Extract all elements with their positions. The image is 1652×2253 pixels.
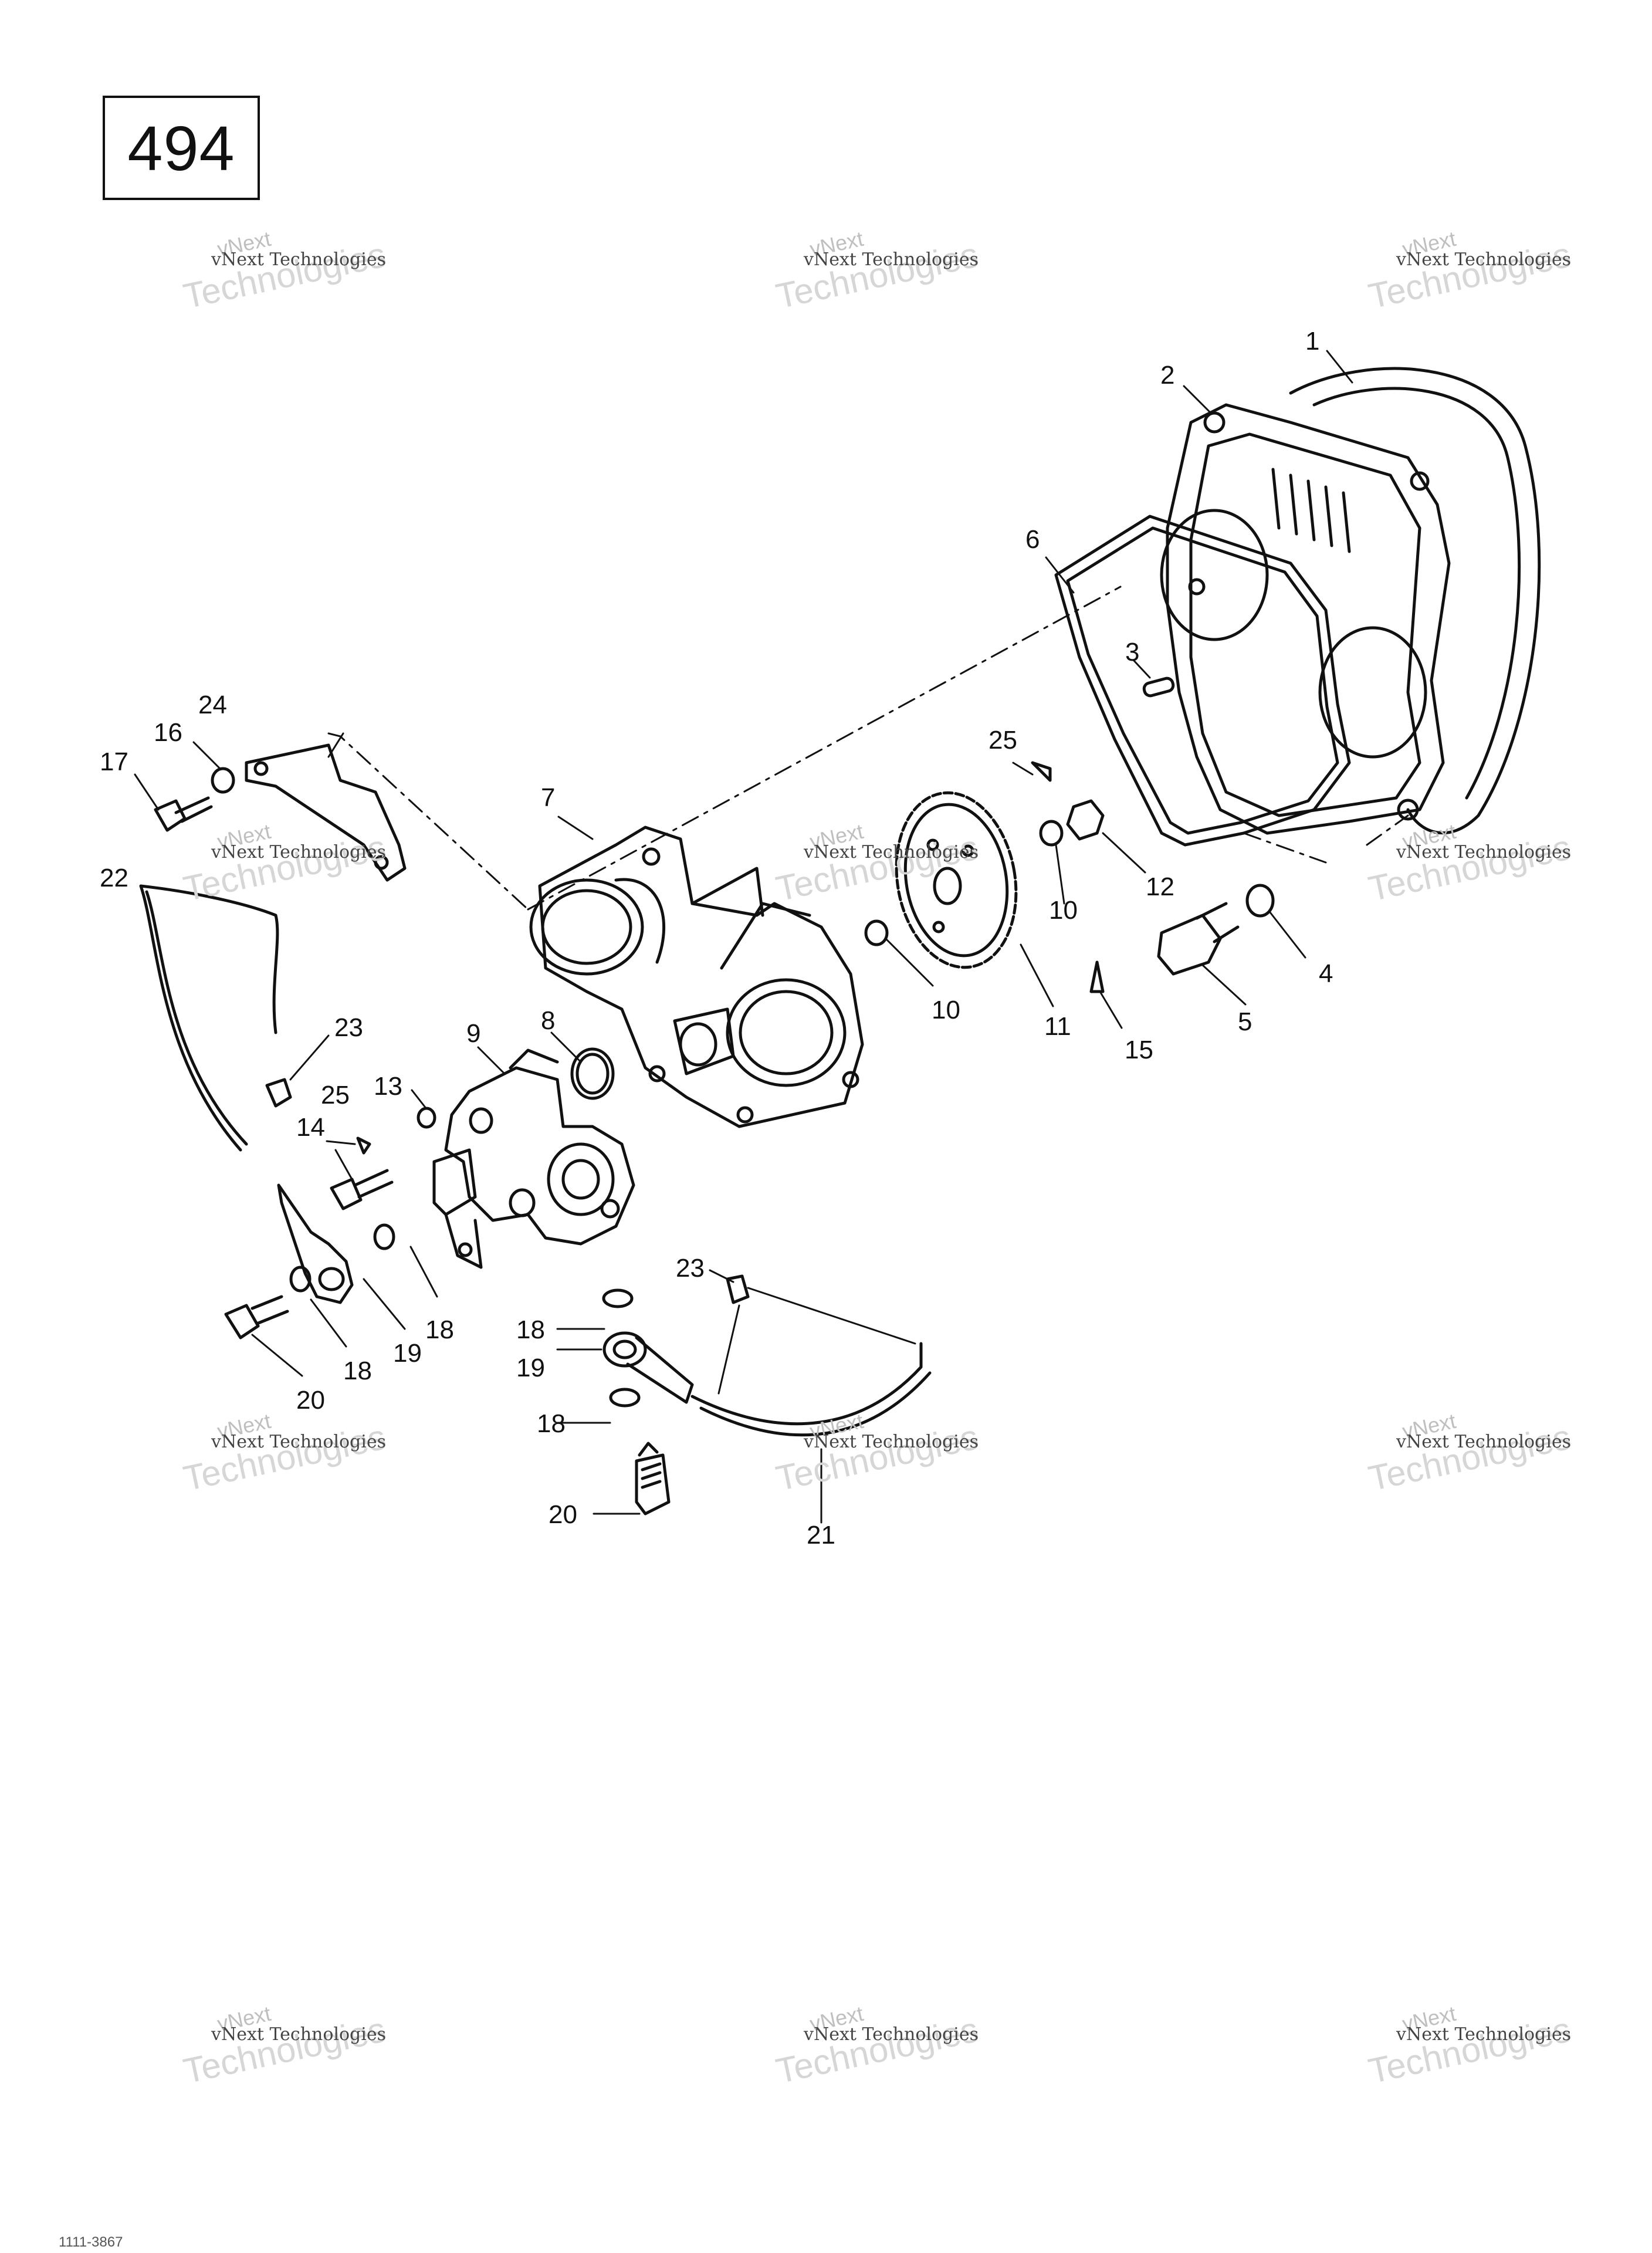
callout-25-b: 25 (321, 1081, 350, 1109)
nut-part (1066, 799, 1105, 841)
callout-1: 1 (1305, 327, 1320, 356)
oil-pump-part (432, 1048, 635, 1269)
leader-line (717, 1304, 740, 1395)
rotary-valve-cover-part (1160, 367, 1541, 835)
alignment-line (327, 732, 529, 911)
callout-22: 22 (100, 864, 128, 892)
washer-part (289, 1266, 312, 1293)
alignment-line (527, 586, 1122, 911)
page-number-box: 494 (103, 96, 260, 200)
key-part (1031, 761, 1052, 782)
page-number: 494 (127, 112, 235, 184)
callout-20-b: 20 (549, 1500, 577, 1529)
nut-part (211, 767, 235, 794)
callout-25-a: 25 (989, 726, 1017, 755)
callout-17: 17 (100, 747, 128, 776)
oil-hose-part (690, 1342, 932, 1437)
o-ring-part (570, 1047, 615, 1100)
key-part (356, 1136, 371, 1155)
bracket-hole (253, 761, 269, 776)
banjo-fitting-part (602, 1331, 694, 1404)
rotary-cover-gasket-part (1054, 515, 1351, 847)
oil-pump-gear-part (895, 791, 1018, 969)
callout-3: 3 (1125, 638, 1140, 667)
callout-8: 8 (541, 1006, 556, 1035)
clamp-part (726, 1274, 750, 1304)
washer-part (417, 1107, 436, 1129)
bolt-part (330, 1169, 394, 1210)
callout-18-b: 18 (343, 1356, 372, 1385)
callout-4: 4 (1319, 959, 1333, 988)
callout-18-a: 18 (425, 1315, 454, 1344)
clamp-part (265, 1078, 292, 1108)
o-ring-part (576, 1053, 610, 1095)
washer-part (609, 1388, 641, 1408)
callout-7: 7 (541, 783, 556, 812)
callout-14: 14 (296, 1113, 325, 1142)
callout-6: 6 (1025, 525, 1040, 554)
lock-washer-part (1245, 884, 1275, 918)
figure-code: 1111-3867 (59, 2234, 123, 2250)
callout-9: 9 (466, 1019, 481, 1048)
banjo-fitting-part (277, 1183, 354, 1304)
callout-18-d: 18 (537, 1409, 566, 1438)
callout-21: 21 (807, 1521, 835, 1550)
washer-part (1039, 820, 1064, 847)
callout-23-a: 23 (334, 1013, 363, 1042)
callout-24: 24 (198, 691, 227, 719)
bracket-part (245, 743, 407, 882)
washer-part (602, 1288, 634, 1308)
alignment-line (1366, 814, 1409, 846)
socket-screw-part (1157, 902, 1240, 976)
banjo-bolt-part (635, 1442, 671, 1515)
oil-pump-housing-part (529, 826, 864, 1128)
washer-part (373, 1223, 395, 1250)
callout-15: 15 (1125, 1036, 1153, 1064)
callout-18-c: 18 (516, 1315, 545, 1344)
callout-2: 2 (1160, 361, 1175, 390)
oil-hose-part (139, 884, 279, 1152)
callout-19-b: 19 (516, 1354, 545, 1382)
callout-20-a: 20 (296, 1386, 325, 1415)
callout-12: 12 (1146, 872, 1174, 901)
callout-16: 16 (154, 718, 182, 747)
callout-13: 13 (374, 1072, 402, 1101)
key-part (1089, 960, 1105, 993)
callout-10-lower: 10 (932, 996, 960, 1024)
alignment-line (1243, 832, 1327, 864)
bolt-part (154, 796, 213, 832)
callout-23-b: 23 (676, 1254, 705, 1283)
oil-hose-part (145, 890, 248, 1146)
banjo-bolt-part (224, 1295, 289, 1339)
washer-part (864, 919, 889, 946)
callout-5: 5 (1238, 1007, 1252, 1036)
callout-11: 11 (1044, 1012, 1071, 1041)
dowel-pin-part (1142, 676, 1175, 698)
leader-line (747, 1287, 916, 1345)
bracket-hole (374, 855, 389, 870)
callout-19-a: 19 (393, 1339, 422, 1368)
callout-10-upper: 10 (1049, 896, 1078, 925)
callout-leaders (134, 350, 1353, 1524)
